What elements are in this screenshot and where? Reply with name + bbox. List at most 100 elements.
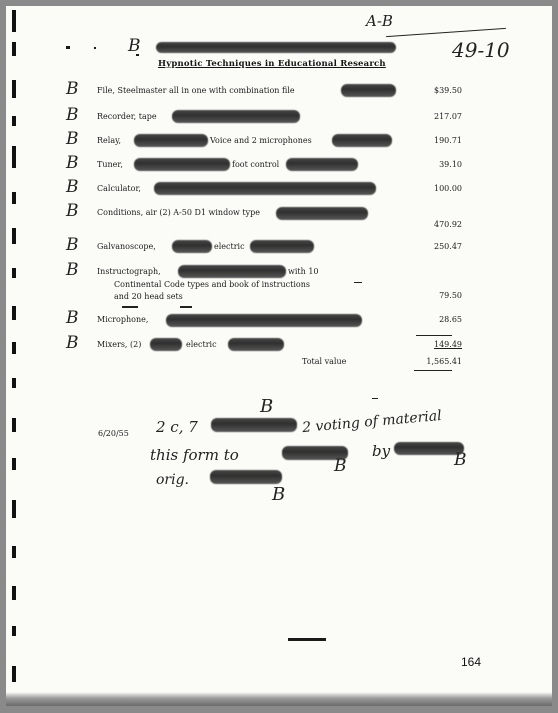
edge-mark — [12, 228, 16, 244]
edge-mark — [12, 626, 16, 636]
redaction — [178, 265, 286, 278]
edge-mark — [12, 500, 16, 518]
note-line-2a: this form to — [150, 446, 239, 464]
note-line-3: orig. — [156, 472, 190, 488]
item-text: Calculator, — [97, 184, 141, 193]
marker-b: B — [66, 201, 79, 221]
redaction — [166, 314, 362, 327]
item-text: Microphone, — [97, 315, 149, 324]
redaction — [134, 158, 230, 171]
redaction — [394, 442, 464, 455]
redaction — [282, 446, 348, 460]
item-amount: 79.50 — [439, 291, 462, 300]
total-label: Total value — [302, 357, 347, 366]
redaction — [172, 110, 300, 123]
edge-mark — [12, 10, 16, 32]
item-amount: 250.47 — [434, 242, 462, 251]
item-text-2: Voice and 2 microphones — [210, 136, 312, 145]
note-line-1b: 2 voting of material — [301, 407, 443, 437]
note-date: 6/20/55 — [98, 429, 129, 438]
edge-mark — [12, 666, 16, 682]
redaction — [150, 338, 182, 351]
document-page: A-B 49-10 B Hypnotic Techniques in Educa… — [6, 6, 552, 706]
item-amount: 149.49 — [434, 340, 462, 349]
item-text: Tuner, — [97, 160, 123, 169]
item-amount: 39.10 — [439, 160, 462, 169]
marker-b: B — [66, 177, 79, 197]
redaction — [332, 134, 392, 147]
marker-b: B — [66, 79, 79, 99]
item-text-2: foot control — [232, 160, 280, 169]
marker-b: B — [66, 129, 79, 149]
redaction — [210, 470, 282, 484]
tick — [354, 282, 362, 283]
item-amount: 28.65 — [439, 315, 462, 324]
marker-b: B — [66, 153, 79, 173]
item-text-2: electric — [214, 242, 245, 251]
total-underline — [414, 370, 452, 371]
redaction — [341, 84, 396, 97]
underline — [180, 306, 192, 308]
item-text-2: with 10 — [288, 267, 319, 276]
redaction — [276, 207, 368, 220]
tick — [372, 398, 378, 399]
edge-mark — [12, 418, 16, 432]
marker-b: B — [66, 333, 79, 353]
item-text: Conditions, air (2) A-50 D1 window type — [97, 208, 260, 217]
marker-note: B — [454, 450, 467, 470]
page-title: Hypnotic Techniques in Educational Resea… — [158, 59, 386, 69]
note-line-2b: by — [372, 442, 391, 460]
item-amount: $39.50 — [434, 86, 462, 95]
scan-bottom-edge — [6, 692, 552, 706]
top-right-marks: A-B — [366, 12, 393, 30]
sum-rule — [416, 335, 452, 336]
marker-note: B — [334, 456, 347, 476]
item-text: Instructograph, — [97, 267, 161, 276]
item-text: Relay, — [97, 136, 122, 145]
marker-b: B — [66, 235, 79, 255]
edge-mark — [12, 80, 16, 98]
underline — [122, 306, 138, 308]
redaction — [228, 338, 284, 351]
total-amount: 1,565.41 — [426, 357, 462, 366]
item-amount: 190.71 — [434, 136, 462, 145]
redaction — [156, 42, 396, 53]
redaction — [134, 134, 208, 147]
item-text: Galvanoscope, — [97, 242, 156, 251]
edge-mark — [12, 342, 16, 354]
item-text-2: electric — [186, 340, 217, 349]
edge-mark — [12, 306, 16, 320]
redaction — [154, 182, 376, 195]
item-text: Recorder, tape — [97, 112, 157, 121]
edge-mark — [12, 546, 16, 558]
edge-mark — [12, 192, 16, 204]
edge-mark — [12, 268, 16, 278]
item-text: File, Steelmaster all in one with combin… — [97, 86, 295, 95]
marker-b: B — [66, 105, 79, 125]
item-line-3: and 20 head sets — [114, 292, 183, 301]
redaction — [172, 240, 212, 253]
marker-note: B — [272, 484, 286, 505]
redaction — [211, 418, 297, 432]
edge-mark — [12, 586, 16, 600]
edge-mark — [12, 378, 16, 388]
marker-header: B — [128, 36, 141, 56]
item-line-2: Continental Code types and book of instr… — [114, 280, 310, 289]
marker-b: B — [66, 260, 79, 280]
item-amount: 217.07 — [434, 112, 462, 121]
redaction — [250, 240, 314, 253]
item-amount: 100.00 — [434, 184, 462, 193]
edge-mark — [12, 42, 16, 56]
note-line-1a: 2 c, 7 — [156, 418, 198, 436]
item-amount: 470.92 — [434, 220, 462, 229]
page-number: 164 — [461, 655, 482, 669]
marker-b: B — [66, 308, 79, 328]
item-text: Mixers, (2) — [97, 340, 142, 349]
edge-mark — [12, 146, 16, 168]
header-stroke — [386, 27, 506, 38]
edge-mark — [12, 116, 16, 126]
edge-mark — [12, 458, 16, 470]
file-number: 49-10 — [452, 38, 510, 62]
marker-note: B — [260, 396, 274, 417]
redaction — [286, 158, 358, 171]
